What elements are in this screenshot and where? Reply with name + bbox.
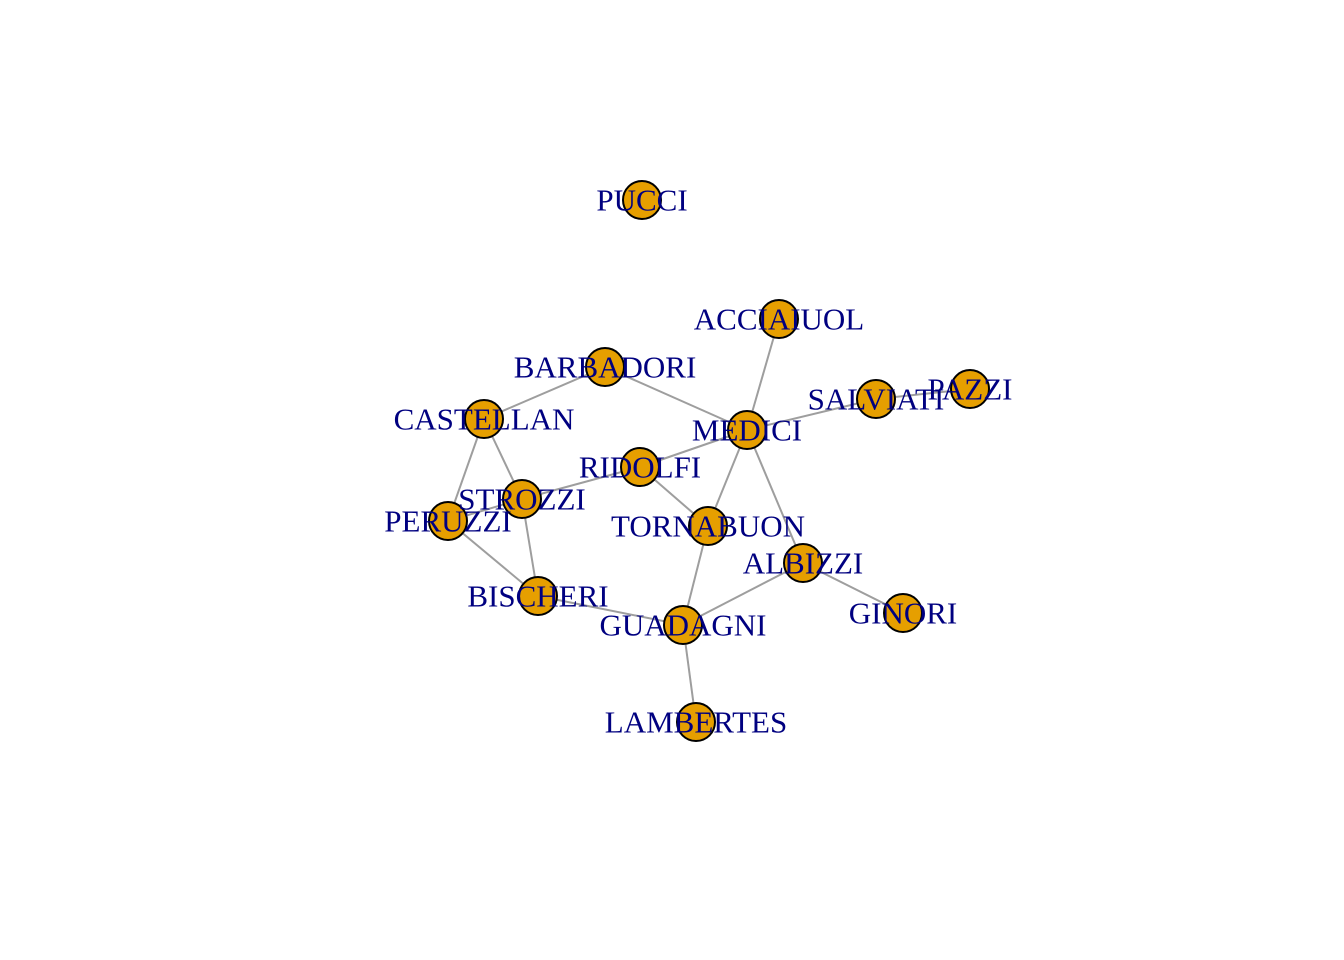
node-label-pucci: PUCCI <box>596 183 687 218</box>
edge-salviati-medici <box>746 398 877 431</box>
node-strozzi <box>502 479 542 519</box>
node-albizzi <box>783 543 823 583</box>
node-label-ginori: GINORI <box>849 596 958 631</box>
node-label-medici: MEDICI <box>692 413 802 448</box>
node-guadagni <box>663 605 703 645</box>
node-salviati <box>856 379 896 419</box>
node-tornabuon <box>688 506 728 546</box>
node-barbadori <box>585 347 625 387</box>
node-acciaiuol <box>759 299 799 339</box>
node-label-tornabuon: TORNABUON <box>611 509 805 544</box>
node-pazzi <box>950 369 990 409</box>
node-label-ridolfi: RIDOLFI <box>579 450 701 485</box>
node-label-pazzi: PAZZI <box>928 372 1013 407</box>
edge-ridolfi-strozzi <box>521 466 641 500</box>
node-ridolfi <box>620 447 660 487</box>
node-label-guadagni: GUADAGNI <box>599 608 766 643</box>
edge-bischeri-guadagni <box>537 595 684 626</box>
edge-barbadori-medici <box>604 366 748 431</box>
node-pucci <box>622 180 662 220</box>
node-label-salviati: SALVIATI <box>808 382 945 417</box>
node-label-strozzi: STROZZI <box>458 482 585 517</box>
node-label-bischeri: BISCHERI <box>467 579 608 614</box>
node-label-lambertes: LAMBERTES <box>605 705 787 740</box>
node-ginori <box>883 593 923 633</box>
node-castellan <box>464 399 504 439</box>
nodes-layer <box>428 180 990 742</box>
node-lambertes <box>676 702 716 742</box>
edge-albizzi-guadagni <box>682 562 804 626</box>
edge-medici-albizzi <box>746 429 804 564</box>
node-peruzzi <box>428 501 468 541</box>
edge-barbadori-castellan <box>483 366 606 420</box>
node-bischeri <box>518 576 558 616</box>
node-label-castellan: CASTELLAN <box>394 402 575 437</box>
node-label-albizzi: ALBIZZI <box>743 546 864 581</box>
node-label-acciaiuol: ACCIAIUOL <box>694 302 865 337</box>
node-medici <box>727 410 767 450</box>
node-label-peruzzi: PERUZZI <box>384 504 511 539</box>
node-label-barbadori: BARBADORI <box>514 350 697 385</box>
